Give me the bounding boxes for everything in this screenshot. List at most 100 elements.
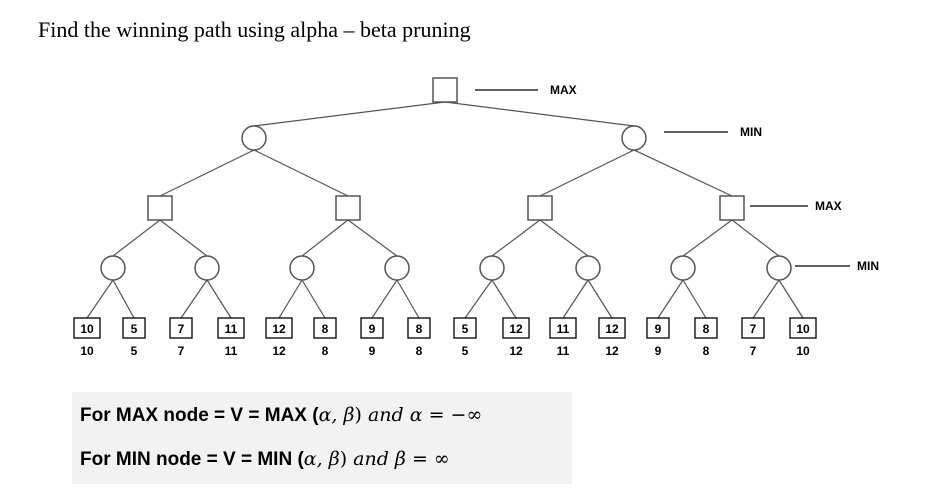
max-formula-prefix: For MAX node = V = MAX ( — [80, 405, 319, 426]
tree-edge — [253, 149, 349, 197]
leaf-value-label: 8 — [703, 344, 710, 358]
leaf-box — [502, 317, 530, 339]
min-formula-and: and β — [347, 448, 412, 470]
leaf-value-label: 10 — [796, 344, 810, 358]
leaf-box-value: 5 — [131, 322, 138, 336]
min-node — [670, 255, 696, 281]
leaf-value-label: 9 — [655, 344, 662, 358]
leaf-value-label: 7 — [178, 344, 185, 358]
tree-edge — [347, 219, 398, 257]
tree-edge — [682, 279, 707, 319]
leaf-box — [169, 317, 193, 339]
leaf-box-value: 8 — [416, 322, 423, 336]
formula-panel: For MAX node = V = MAX (α, β) and α = −∞… — [72, 392, 572, 484]
game-tree: 1010557711111212889988551212111112129988… — [73, 77, 879, 358]
leaf-value-label: 8 — [322, 344, 329, 358]
max-node-formula: For MAX node = V = MAX (α, β) and α = −∞ — [80, 404, 482, 427]
leaf-value-label: 9 — [369, 344, 376, 358]
tree-edge — [778, 279, 804, 319]
leaf-box — [313, 317, 337, 339]
leaf-box-value: 11 — [225, 322, 238, 336]
leaf-value-label: 12 — [605, 344, 619, 358]
leaf-box-value: 7 — [750, 322, 757, 336]
tree-edge — [491, 279, 517, 319]
tree-edge — [752, 279, 780, 319]
leaf-box-value: 8 — [703, 322, 710, 336]
level-label: MAX — [815, 199, 842, 213]
min-node — [575, 255, 601, 281]
min-formula-args: α, β — [303, 448, 340, 470]
tree-edge — [301, 219, 349, 257]
min-formula-close: ) — [339, 448, 348, 470]
tree-edge — [159, 149, 255, 197]
tree-edge — [301, 279, 326, 319]
tree-edge — [657, 279, 684, 319]
min-node — [384, 255, 410, 281]
leaf-box — [789, 317, 817, 339]
tree-edge — [86, 279, 114, 319]
tree-edge — [112, 279, 135, 319]
tree-edge — [464, 279, 493, 319]
tree-edge — [682, 219, 733, 257]
leaf-box — [360, 317, 384, 339]
min-node — [241, 125, 267, 151]
min-node — [479, 255, 505, 281]
min-node — [100, 255, 126, 281]
leaf-box-value: 12 — [272, 322, 286, 336]
leaf-box — [217, 317, 245, 339]
max-node — [719, 195, 745, 221]
leaf-box — [265, 317, 293, 339]
page-title: Find the winning path using alpha – beta… — [38, 17, 471, 42]
leaf-value-label: 11 — [225, 344, 238, 358]
leaf-box-value: 10 — [80, 322, 94, 336]
leaf-value-label: 8 — [416, 344, 423, 358]
leaf-value-label: 12 — [509, 344, 523, 358]
tree-edge — [444, 101, 635, 127]
min-formula-prefix: For MIN node = V = MIN ( — [80, 449, 304, 470]
max-node — [527, 195, 553, 221]
level-label: MIN — [857, 259, 879, 273]
max-node — [147, 195, 173, 221]
leaf-box-value: 11 — [557, 322, 570, 336]
tree-edge — [587, 279, 613, 319]
leaf-box-value: 7 — [178, 322, 185, 336]
leaf-box-value: 10 — [796, 322, 810, 336]
max-node-root — [432, 77, 458, 103]
tree-edge — [491, 219, 541, 257]
max-node — [335, 195, 361, 221]
leaf-box — [73, 317, 101, 339]
max-formula-and: and α — [361, 404, 429, 426]
tree-edge — [396, 279, 420, 319]
tree-edge — [253, 101, 446, 127]
max-formula-close: ) — [354, 404, 362, 426]
leaf-box — [549, 317, 577, 339]
tree-edge — [371, 279, 398, 319]
tree-edge — [539, 219, 589, 257]
leaf-box-value: 9 — [655, 322, 662, 336]
min-formula-value: ∞ — [427, 448, 450, 470]
leaf-value-label: 10 — [80, 344, 94, 358]
leaf-box-value: 12 — [605, 322, 619, 336]
leaf-box-value: 9 — [369, 322, 376, 336]
tree-edge — [180, 279, 208, 319]
min-formula-eq: = — [411, 448, 428, 470]
leaf-value-label: 7 — [750, 344, 757, 358]
tree-edge — [159, 219, 208, 257]
level-label: MAX — [550, 83, 577, 97]
min-node — [766, 255, 792, 281]
tree-edge — [206, 279, 232, 319]
leaf-value-label: 5 — [462, 344, 469, 358]
min-node-formula: For MIN node = V = MIN (α, β) and β = ∞ — [80, 448, 450, 471]
leaf-box — [694, 317, 718, 339]
leaf-box — [122, 317, 146, 339]
leaf-box — [598, 317, 626, 339]
max-formula-eq: = — [428, 404, 445, 426]
tree-edge — [278, 279, 303, 319]
tree-edge — [112, 219, 161, 257]
leaf-value-label: 11 — [557, 344, 570, 358]
leaf-box-value: 12 — [509, 322, 523, 336]
tree-edge — [562, 279, 589, 319]
leaf-box-value: 8 — [322, 322, 329, 336]
min-node — [194, 255, 220, 281]
min-node — [289, 255, 315, 281]
